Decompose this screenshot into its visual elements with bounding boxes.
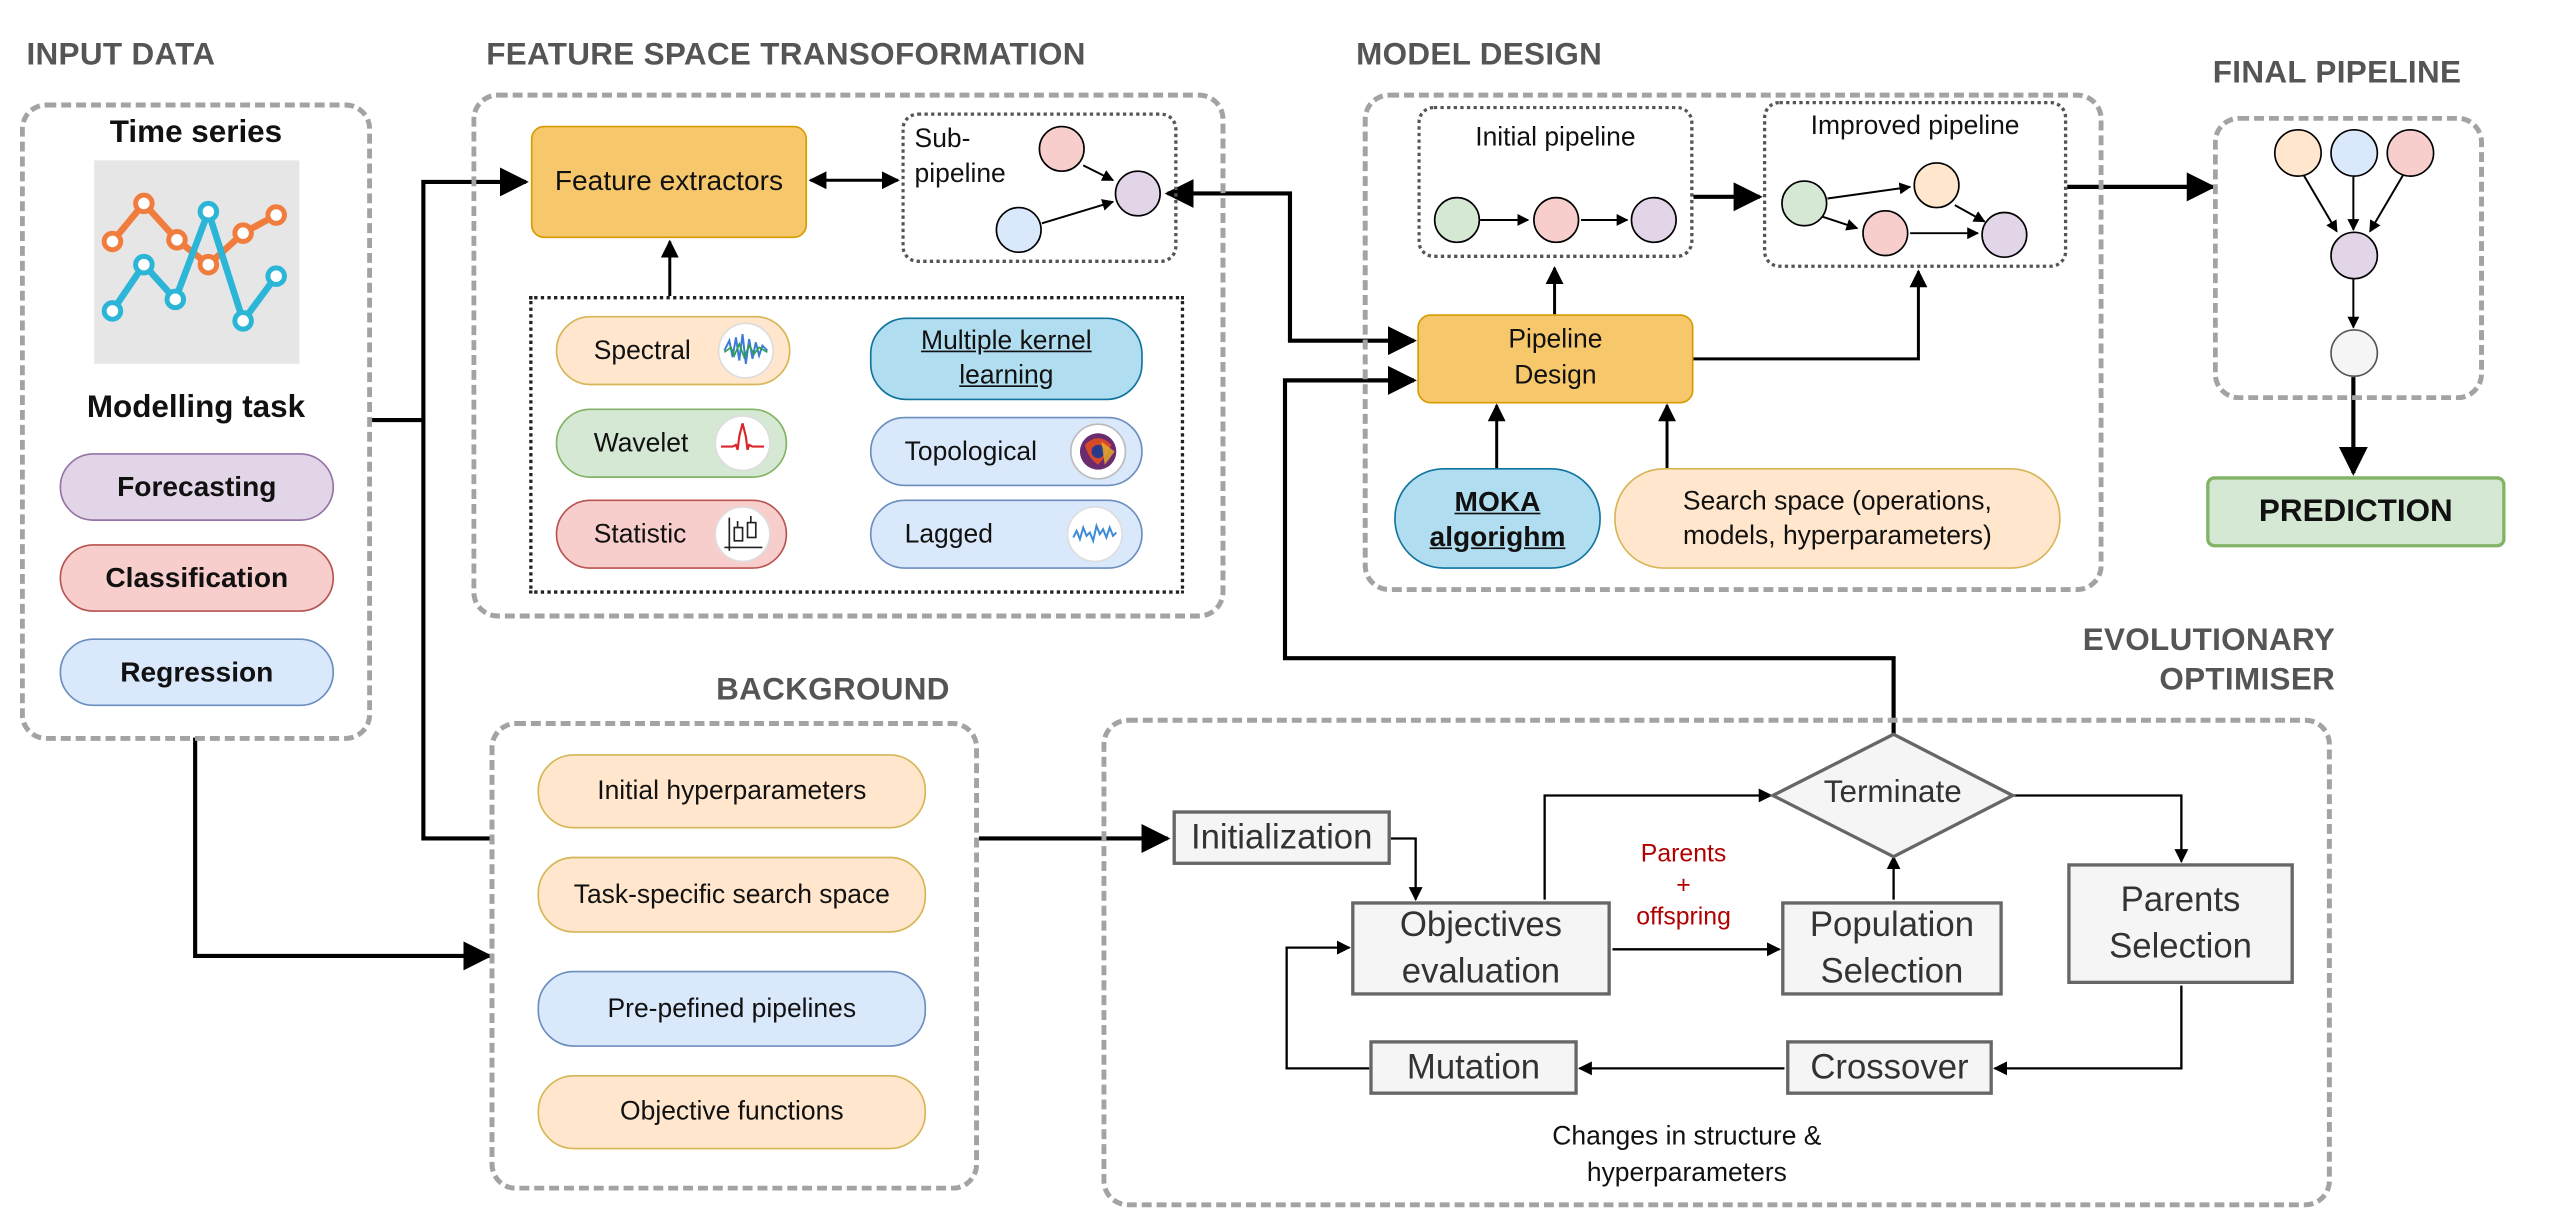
mkl-label-line-2: learning (959, 362, 1054, 391)
sub-pipeline-label: Sub- pipeline (915, 122, 1006, 191)
section-title-background: BACKGROUND (716, 673, 950, 708)
objectives-evaluation-box: Objectives evaluation (1351, 901, 1611, 996)
task-forecasting: Forecasting (59, 453, 335, 521)
evolutionary-optimiser-panel (1101, 717, 2332, 1208)
sub-pipeline-node-red (1038, 125, 1085, 172)
population-line-2: Selection (1820, 951, 1964, 990)
section-title-final-pipeline: FINAL PIPELINE (2212, 56, 2462, 91)
feature-extractors-box: Feature extractors (530, 125, 808, 239)
feature-methods-box (529, 296, 1185, 594)
background-objective-functions: Objective functions (537, 1074, 927, 1150)
background-panel (489, 721, 980, 1191)
time-series-chart-icon (94, 160, 300, 364)
initial-pipeline-box (1417, 105, 1694, 258)
parents-offspring-label: Parents + offspring (1601, 838, 1766, 932)
parents-selection-box: Parents Selection (2067, 863, 2294, 985)
section-title-feature-space: FEATURE SPACE TRANSOFORMATION (486, 38, 1086, 73)
crossover-box: Crossover (1786, 1040, 1993, 1095)
background-initial-hyperparameters: Initial hyperparameters (537, 754, 927, 829)
search-space-line-1: Search space (operations, (1682, 487, 1992, 516)
evolutionary-line-1: EVOLUTIONARY (2082, 623, 2336, 659)
sub-pipeline-line-1: Sub- (914, 125, 971, 154)
improved-node-green (1781, 180, 1828, 227)
input-data-panel (19, 102, 373, 741)
parents-offspring-line-3: offspring (1636, 902, 1731, 932)
method-topological-label: Topological (904, 437, 1038, 466)
method-multiple-kernel-learning: Multiple kernel learning (869, 317, 1143, 401)
spectral-waveform-icon (717, 322, 774, 379)
changes-line-2: hyperparameters (1586, 1159, 1787, 1188)
sub-pipeline-node-blue (995, 206, 1042, 254)
final-node-red (2386, 128, 2435, 177)
final-node-output (2330, 329, 2379, 378)
moka-line-2: algorighm (1429, 520, 1566, 552)
improved-pipeline-label: Improved pipeline (1810, 112, 2020, 141)
sub-pipeline-line-2: pipeline (914, 160, 1006, 189)
lagged-signal-icon (1066, 506, 1123, 563)
method-statistic-label: Statistic (593, 520, 687, 549)
model-design-panel (1362, 92, 2104, 593)
terminate-diamond (1769, 732, 2017, 859)
method-lagged-label: Lagged (904, 520, 993, 549)
pipeline-design-line-1: Pipeline (1508, 325, 1603, 354)
initial-node-green (1433, 196, 1481, 244)
section-title-model-design: MODEL DESIGN (1356, 38, 1603, 73)
pipeline-design-line-2: Design (1514, 362, 1597, 391)
improved-node-red (1862, 210, 1909, 257)
mutation-box: Mutation (1369, 1040, 1578, 1095)
time-series-label: Time series (109, 115, 283, 151)
pipeline-design-box: Pipeline Design (1417, 314, 1694, 404)
parents-selection-line-2: Selection (2109, 926, 2252, 965)
objectives-line-2: evaluation (1401, 951, 1561, 990)
topological-icon (1070, 423, 1127, 480)
evolutionary-line-2: OPTIMISER (2159, 663, 2336, 698)
statistic-boxplot-icon (714, 506, 771, 563)
sub-pipeline-box (901, 112, 1178, 263)
parents-offspring-line-2: + (1676, 871, 1691, 900)
mkl-label-line-1: Multiple kernel (921, 327, 1092, 356)
wavelet-icon (714, 415, 771, 472)
modelling-task-label: Modelling task (86, 390, 306, 426)
final-node-blue (2330, 128, 2379, 177)
parents-offspring-line-1: Parents (1640, 840, 1727, 869)
method-spectral-label: Spectral (593, 336, 691, 365)
changes-caption: Changes in structure & hyperparameters (1455, 1120, 1918, 1193)
population-selection-box: Population Selection (1781, 901, 2003, 996)
improved-pipeline-box (1762, 100, 2068, 268)
section-title-evolutionary-optimiser: EVOLUTIONARY OPTIMISER (2083, 622, 2335, 701)
initial-pipeline-label: Initial pipeline (1475, 124, 1636, 153)
initial-node-purple (1630, 196, 1677, 244)
search-space-pill: Search space (operations, models, hyperp… (1614, 468, 2061, 569)
improved-node-purple (1981, 211, 2028, 258)
changes-line-1: Changes in structure & (1552, 1122, 1822, 1152)
background-predefined-pipelines: Pre-pefined pipelines (537, 970, 927, 1047)
method-wavelet-label: Wavelet (593, 429, 689, 458)
terminate-label: Terminate (1823, 775, 1962, 811)
objectives-line-1: Objectives (1399, 905, 1563, 944)
section-title-input-data: INPUT DATA (26, 38, 216, 73)
background-task-specific-search-space: Task-specific search space (537, 856, 927, 933)
task-regression: Regression (59, 638, 335, 707)
initial-node-red (1533, 196, 1580, 244)
task-classification: Classification (59, 544, 335, 612)
initialization-box: Initialization (1172, 810, 1391, 865)
final-node-purple (2330, 231, 2379, 280)
moka-line-1: MOKA (1454, 485, 1541, 517)
moka-algorithm-pill: MOKA algorighm (1394, 468, 1601, 569)
population-line-1: Population (1809, 905, 1975, 944)
feature-space-panel (471, 92, 1226, 619)
improved-node-orange (1913, 162, 1960, 209)
prediction-box: PREDICTION (2206, 476, 2506, 548)
final-pipeline-panel (2212, 115, 2485, 401)
search-space-line-2: models, hyperparameters) (1682, 521, 1992, 550)
sub-pipeline-node-purple (1114, 170, 1161, 217)
final-node-orange (2273, 128, 2322, 177)
parents-selection-line-1: Parents (2120, 880, 2241, 919)
